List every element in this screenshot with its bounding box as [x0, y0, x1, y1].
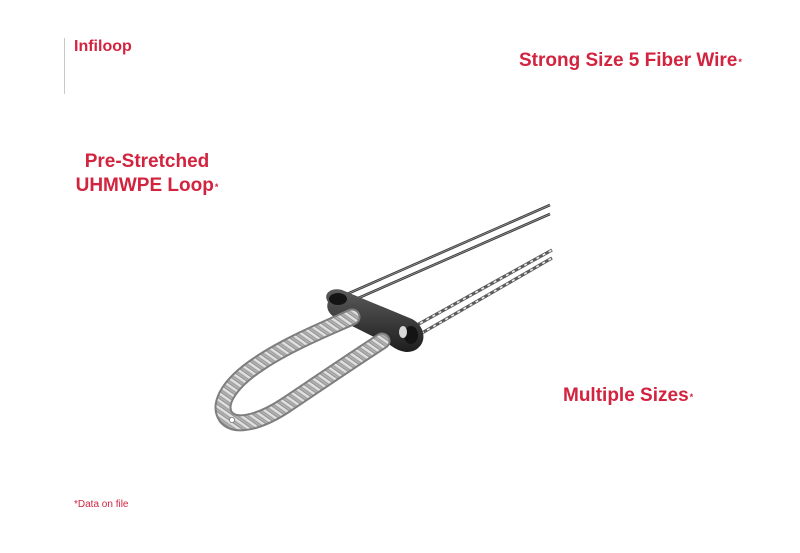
- header-divider: [64, 38, 65, 94]
- fiber-wires: [407, 248, 553, 339]
- callout-loop-line1: Pre-Stretched: [84, 151, 210, 172]
- asterisk: *: [214, 182, 219, 192]
- braided-loop: [214, 308, 391, 432]
- asterisk: *: [738, 57, 742, 67]
- callout-sizes-text: Multiple Sizes: [563, 385, 689, 406]
- brand-title: Infiloop: [74, 38, 132, 55]
- callout-loop: Pre-Stretched UHMWPE Loop*: [74, 150, 220, 200]
- footnote: *Data on file: [74, 499, 129, 510]
- asterisk: *: [689, 392, 694, 402]
- callout-fiber-wire: Strong Size 5 Fiber Wire*: [519, 49, 742, 75]
- callout-fiber-wire-text: Strong Size 5 Fiber Wire: [519, 50, 738, 71]
- product-image: [214, 203, 553, 432]
- callout-loop-line2: UHMWPE Loop: [75, 175, 214, 196]
- callout-sizes: Multiple Sizes*: [563, 384, 693, 410]
- upper-wires: [337, 203, 551, 305]
- button-plate: [326, 289, 424, 352]
